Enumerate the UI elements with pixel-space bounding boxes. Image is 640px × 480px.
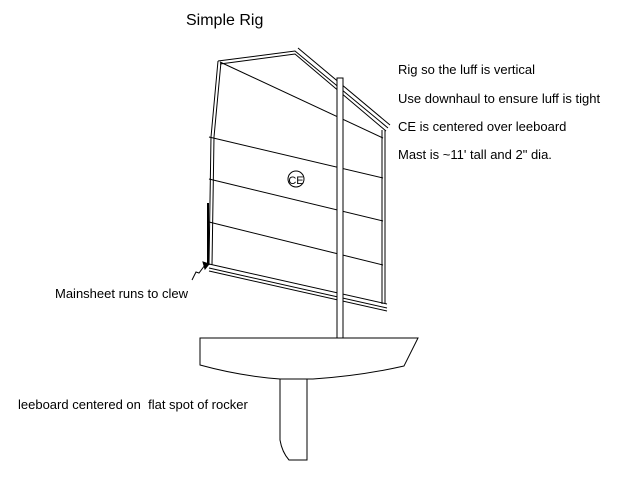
batten: [208, 221, 384, 266]
leeboard: [279, 379, 308, 461]
mainsheet-label: Mainsheet runs to clew: [55, 286, 188, 301]
boom: [208, 263, 388, 305]
note-downhaul: Use downhaul to ensure luff is tight: [398, 91, 601, 106]
note-mast: Mast is ~11' tall and 2" dia.: [398, 147, 552, 162]
note-ce: CE is centered over leeboard: [398, 119, 567, 134]
note-luff: Rig so the luff is vertical: [398, 62, 536, 77]
batten-top: [219, 61, 384, 139]
hull: [199, 337, 419, 380]
mainsheet-arrow: [191, 261, 210, 281]
batten: [208, 178, 384, 222]
ce-marker: CE: [287, 170, 305, 188]
mast: [336, 77, 344, 339]
ce-label: CE: [288, 175, 303, 187]
batten: [208, 136, 384, 179]
sail: [207, 47, 391, 312]
gaff: [217, 50, 389, 129]
leeboard-label: leeboard centered on flat spot of rocker: [18, 397, 248, 412]
diagram-title: Simple Rig: [186, 12, 264, 29]
